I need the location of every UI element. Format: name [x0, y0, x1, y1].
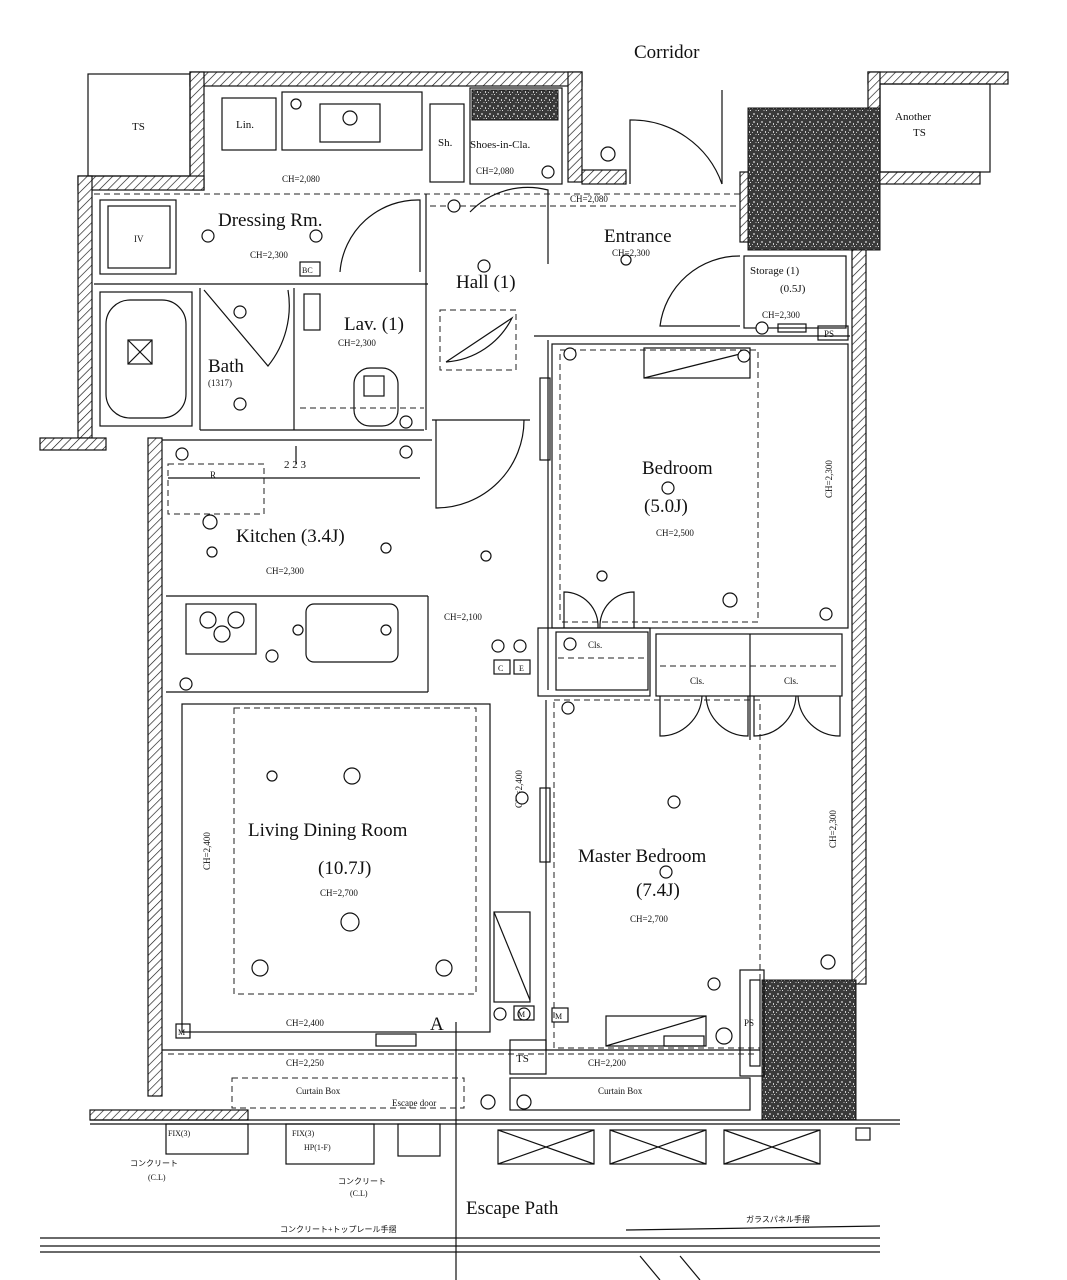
concrete-2b: (C.L) — [350, 1189, 368, 1198]
sh-label: Sh. — [438, 137, 453, 149]
another-ts-label-1: Another — [895, 111, 931, 123]
concrete-1b: (C.L) — [148, 1173, 166, 1182]
hp-label: HP(1-F) — [304, 1143, 331, 1152]
ps-label: PS — [824, 329, 834, 339]
ch-dressing: CH=2,300 — [250, 250, 288, 260]
dim-223: 2 2 3 — [284, 459, 307, 471]
m-label-2: M — [555, 1012, 562, 1021]
m-label-1: M — [178, 1028, 185, 1037]
shaft-bottom-right — [761, 979, 857, 1121]
a-mark: A — [430, 1014, 444, 1035]
concrete-1a: コンクリート — [130, 1159, 178, 1168]
escape-path-label: Escape Path — [466, 1198, 559, 1219]
ch-2080-a: CH=2,080 — [282, 174, 320, 184]
hatch-boxes — [497, 1129, 821, 1165]
m-label-3: M — [518, 1010, 525, 1019]
ch-entrance: CH=2,300 — [612, 248, 650, 258]
curtain-left: Curtain Box — [296, 1086, 341, 1096]
ch-2200: CH=2,200 — [588, 1058, 626, 1068]
ch-master: CH=2,700 — [630, 914, 668, 924]
outer-walls — [39, 71, 1009, 1097]
cls-small-label: Cls. — [588, 640, 602, 650]
dressing-label: Dressing Rm. — [218, 210, 323, 231]
ch-kitchen: CH=2,300 — [266, 566, 304, 576]
bath-size: (1317) — [208, 378, 232, 388]
kitchen-label: Kitchen (3.4J) — [236, 526, 345, 547]
balcony: FIX(3) FIX(3) HP(1-F) コンクリート (C.L) コンクリー… — [40, 1109, 900, 1280]
svg-text:PS: PS — [744, 1018, 754, 1028]
cls-2-label: Cls. — [784, 676, 798, 686]
ch-2080-b: CH=2,080 — [476, 166, 514, 176]
ch-lav: CH=2,300 — [338, 338, 376, 348]
storage-size: (0.5J) — [780, 283, 806, 295]
tv-label: IV — [134, 234, 144, 244]
ch-storage: CH=2,300 — [762, 310, 800, 320]
interior-walls: Lin. CH=2,080 Sh. Shoes-in-Cla. CH=2,080… — [94, 87, 850, 1280]
concrete-2a: コンクリート — [338, 1177, 386, 1186]
hall-label: Hall (1) — [456, 272, 516, 293]
bedroom-size: (5.0J) — [644, 496, 688, 517]
ts-bottom-label: TS — [516, 1053, 529, 1065]
shaft-top-right — [747, 107, 881, 251]
ts-top-left: TS — [87, 73, 191, 177]
glass-panel: ガラスパネル手摺 — [746, 1214, 810, 1224]
escape-door: Escape door — [392, 1098, 436, 1108]
ch-2400-bottom: CH=2,400 — [286, 1018, 324, 1028]
svg-text:R: R — [210, 470, 216, 480]
living-size: (10.7J) — [318, 858, 371, 879]
ch-living-vertical-2: CH=2,400 — [514, 770, 524, 808]
ch-2250: CH=2,250 — [286, 1058, 324, 1068]
storage-label: Storage (1) — [750, 265, 800, 277]
ch-bedroom: CH=2,500 — [656, 528, 694, 538]
lin-label: Lin. — [236, 119, 254, 131]
another-ts: Another TS — [879, 83, 991, 173]
concrete-rail: コンクリート+トップレール手摺 — [280, 1224, 397, 1234]
living-label: Living Dining Room — [248, 820, 408, 841]
master-label: Master Bedroom — [578, 846, 706, 867]
ch-2080-c: CH=2,080 — [570, 194, 608, 204]
entrance-label: Entrance — [604, 226, 672, 247]
ts-left-label: TS — [132, 121, 145, 133]
ch-bed-vertical: CH=2,300 — [824, 460, 834, 498]
bath-label: Bath — [208, 356, 244, 377]
fix-1: FIX(3) — [168, 1129, 191, 1138]
curtain-right: Curtain Box — [598, 1086, 643, 1096]
cls-1-label: Cls. — [690, 676, 704, 686]
ch-2100: CH=2,100 — [444, 612, 482, 622]
bc-label: BC — [302, 266, 313, 275]
shoes-label: Shoes-in-Cla. — [470, 139, 530, 151]
fix-2: FIX(3) — [292, 1129, 315, 1138]
ch-living-vertical: CH=2,400 — [202, 832, 212, 870]
master-size: (7.4J) — [636, 880, 680, 901]
bedroom-label: Bedroom — [642, 458, 713, 479]
ch-master-vertical: CH=2,300 — [828, 810, 838, 848]
e-label: E — [519, 664, 524, 673]
corridor-label: Corridor — [634, 42, 700, 63]
lav-label: Lav. (1) — [344, 314, 404, 335]
another-ts-label-2: TS — [913, 127, 926, 139]
c-label: C — [498, 664, 503, 673]
ch-living: CH=2,700 — [320, 888, 358, 898]
